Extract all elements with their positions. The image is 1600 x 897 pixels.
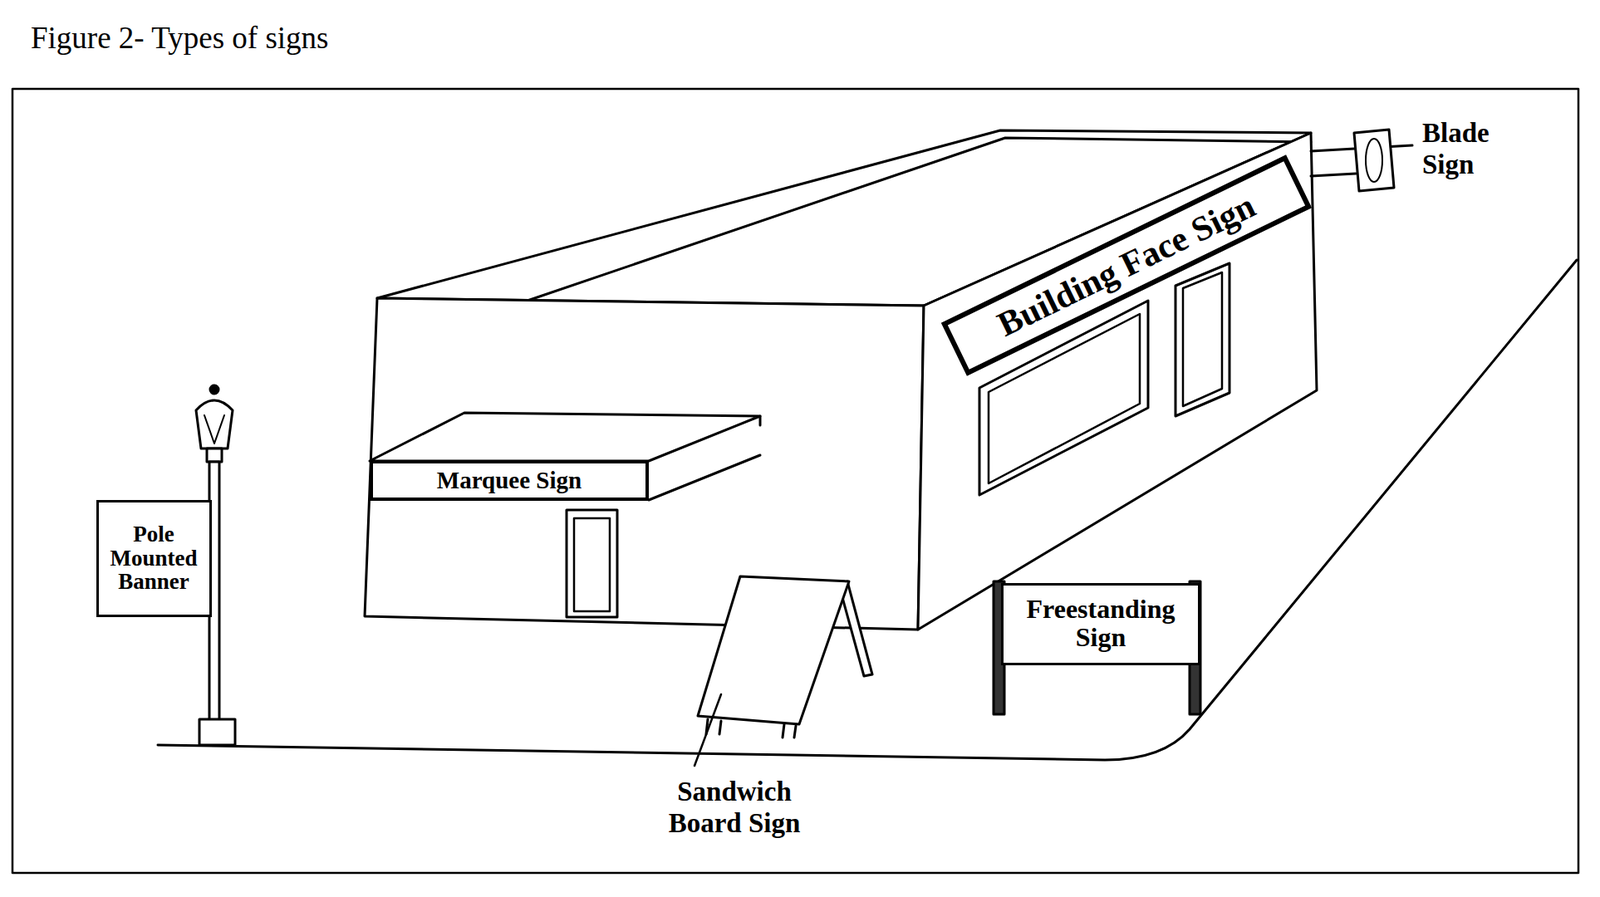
blade-sign-panel bbox=[1354, 129, 1394, 192]
front-door-inner bbox=[574, 518, 610, 612]
side-door bbox=[1175, 263, 1230, 417]
lamp-base bbox=[199, 719, 236, 746]
marquee-awning bbox=[369, 412, 761, 462]
blade-sign-emblem bbox=[1365, 138, 1383, 182]
marquee-sign: Marquee Sign bbox=[369, 460, 649, 501]
freestanding-sign: Freestanding Sign bbox=[1001, 583, 1201, 666]
sandwich-board bbox=[697, 576, 850, 725]
leader-line bbox=[694, 694, 722, 766]
lamp-glass bbox=[204, 415, 225, 444]
sandwich-board-back-leg bbox=[840, 581, 873, 677]
marquee-edge bbox=[759, 416, 762, 426]
figure-title: Figure 2- Types of signs bbox=[30, 19, 329, 56]
front-door bbox=[566, 510, 618, 618]
building-side-face bbox=[917, 132, 1317, 630]
lamp-neck bbox=[206, 448, 222, 462]
sandwich-board-label: Sandwich Board Sign bbox=[643, 775, 825, 842]
side-door-inner bbox=[1182, 272, 1223, 407]
pole-mounted-banner: Pole Mounted Banner bbox=[96, 500, 212, 618]
sandwich-board-feet bbox=[706, 719, 796, 738]
marquee-underside bbox=[648, 455, 761, 501]
blade-sign-label: Blade Sign bbox=[1422, 117, 1506, 182]
lamp-head bbox=[196, 400, 233, 449]
curb-line bbox=[157, 260, 1577, 761]
sign-text: Marquee Sign bbox=[436, 467, 582, 493]
figure-frame bbox=[12, 88, 1579, 874]
lamp-finial bbox=[210, 385, 219, 394]
sign-text: Freestanding Sign bbox=[1011, 595, 1190, 652]
sign-text: Pole Mounted Banner bbox=[103, 522, 205, 594]
